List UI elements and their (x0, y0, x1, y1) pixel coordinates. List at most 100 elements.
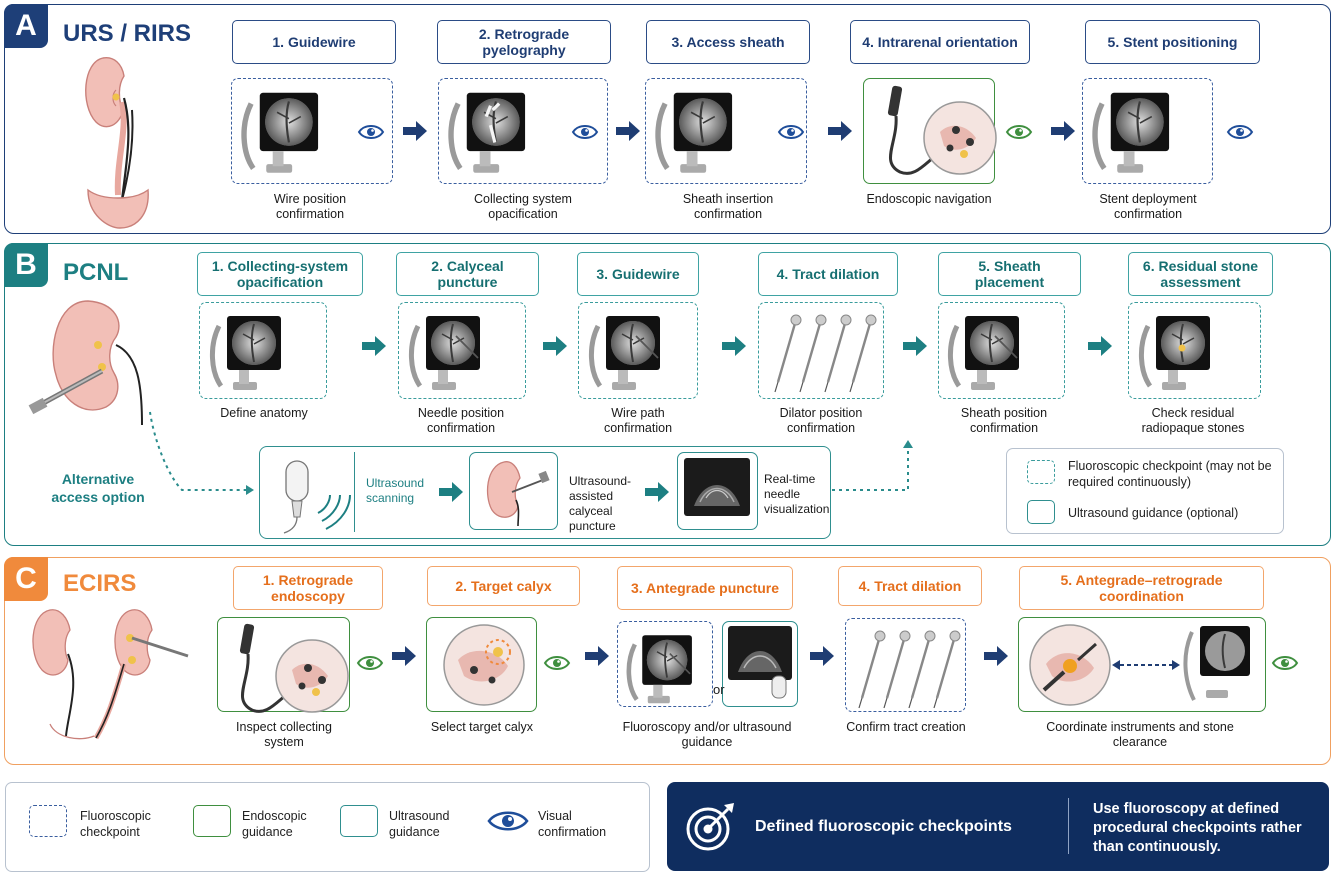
arrow-right-icon (392, 646, 416, 666)
arrow-right-icon (439, 482, 463, 502)
step-label-c5: 5. Antegrade–retrograde coordination (1019, 566, 1264, 610)
arrow-right-icon (616, 121, 640, 141)
eye-icon (571, 125, 599, 139)
fluoroscopy-monitor-icon (448, 92, 526, 173)
panel-pcnl: B PCNL (4, 243, 1331, 546)
legend-fluoro-swatch (1027, 460, 1055, 484)
fluoroscopic-checkpoint-box (398, 302, 526, 399)
arrow-right-icon (362, 336, 386, 356)
caption-a1: Wire position confirmation (273, 192, 347, 221)
arrow-right-icon (1051, 121, 1075, 141)
fluoroscopy-monitor-icon (947, 316, 1019, 390)
legend-ultrasound-text: Ultrasound guidance (389, 809, 450, 839)
caption-b6: Check residual radiopaque stones (1141, 406, 1245, 435)
fluoroscopy-monitor-icon (1092, 92, 1170, 173)
arrow-right-icon (903, 336, 927, 356)
panel-letter-c: C (4, 557, 48, 601)
step-label-b4: 4. Tract dilation (758, 252, 898, 296)
panel-title-a: URS / RIRS (63, 20, 192, 47)
legend-endoscopic-text: Endoscopic guidance (242, 809, 307, 839)
fluoroscopic-checkpoint-box (645, 78, 807, 184)
arrow-right-icon (645, 482, 669, 502)
caption-b5: Sheath position confirmation (960, 406, 1048, 435)
banner-title: Defined fluoroscopic checkpoints (755, 818, 1012, 835)
caption-a3: Sheath insertion confirmation (682, 192, 774, 221)
fluoroscopic-checkpoint-box (438, 78, 608, 184)
step-label-b2: 2. Calyceal puncture (396, 252, 539, 296)
panel-letter-b: B (4, 243, 48, 287)
eye-icon (777, 125, 805, 139)
endoscopic-guidance-box (426, 617, 537, 712)
panel-urs-rirs: A URS / RIRS (4, 4, 1331, 234)
step-label-b1: 1. Collecting-system opacification (197, 252, 363, 296)
panel-letter-a: A (4, 4, 48, 48)
step-label-c1: 1. Retrograde endoscopy (233, 566, 383, 610)
ultrasound-probe-icon (283, 460, 351, 534)
us-step-2-text: Ultrasound-assisted calyceal puncture (569, 474, 632, 533)
fluoroscopic-checkpoint-box (1128, 302, 1261, 399)
kidney-needle-icon (486, 461, 550, 526)
kidneys-combined-access-icon (32, 609, 189, 740)
legend-visual-text: Visual confirmation (538, 809, 607, 839)
eye-icon (1226, 125, 1254, 139)
panel-title-b: PCNL (63, 259, 129, 286)
arrow-right-icon (403, 121, 427, 141)
ultrasound-guidance-box (469, 452, 558, 530)
fluoroscopy-monitor-icon (209, 316, 281, 390)
caption-a4: Endoscopic navigation (866, 192, 992, 206)
fluoroscopy-monitor-icon (408, 316, 480, 390)
legend-fluoroscopic-text: Fluoroscopic checkpoint (80, 809, 151, 839)
step-label-c3: 3. Antegrade puncture (617, 566, 793, 610)
step-label-a4: 4. Intrarenal orientation (850, 20, 1030, 64)
caption-c4: Confirm tract creation (846, 720, 966, 734)
caption-a5: Stent deployment confirmation (1099, 192, 1197, 221)
or-text: or (713, 682, 725, 697)
eye-icon (356, 656, 384, 670)
ultrasound-image-icon (728, 626, 792, 699)
caption-c1: Inspect collecting system (236, 720, 332, 749)
step-label-b5: 5. Sheath placement (938, 252, 1081, 296)
eye-icon (1271, 656, 1299, 670)
us-step-3-text: Real-time needle visualization (764, 472, 830, 516)
eye-icon (1005, 125, 1033, 139)
banner-divider (1068, 798, 1069, 854)
fluoroscopy-monitor-icon (655, 92, 733, 173)
arrow-right-icon (1088, 336, 1112, 356)
step-label-b6: 6. Residual stone assessment (1128, 252, 1273, 296)
arrow-right-icon (810, 646, 834, 666)
caption-b2: Needle position confirmation (417, 406, 505, 435)
ultrasound-guidance-box (677, 452, 758, 530)
divider (354, 452, 355, 532)
eye-icon (543, 656, 571, 670)
ultrasound-guidance-box (722, 621, 798, 707)
step-label-c4: 4. Tract dilation (838, 566, 982, 606)
fluoroscopic-checkpoint-box (231, 78, 393, 184)
step-label-b3: 3. Guidewire (577, 252, 699, 296)
fluoroscopic-checkpoint-box (845, 618, 966, 712)
endoscope-icon (239, 623, 349, 713)
legend-us-text: Ultrasound guidance (optional) (1068, 506, 1239, 520)
endoscopic-guidance-box (1018, 617, 1266, 712)
dilators-icon (858, 630, 961, 709)
legend-us-swatch (1027, 500, 1055, 524)
eye-icon (487, 811, 529, 831)
fluoroscopic-checkpoint-box (617, 621, 713, 707)
kidney-ureter-bladder-icon (85, 57, 149, 229)
legend-fluoroscopic-swatch (29, 805, 67, 837)
fluoroscopic-checkpoint-box (1082, 78, 1213, 184)
caption-a2: Collecting system opacification (474, 192, 572, 221)
step-label-a3: 3. Access sheath (646, 20, 810, 64)
banner-text: Use fluoroscopy at defined procedural ch… (1093, 801, 1302, 855)
fluoroscopic-checkpoint-box (578, 302, 698, 399)
step-label-a2: 2. Retrograde pyelography (437, 20, 611, 64)
legend-ultrasound-swatch (340, 805, 378, 837)
arrow-right-icon (543, 336, 567, 356)
panel-title-c: ECIRS (63, 570, 137, 597)
alternative-path-connector (149, 411, 913, 495)
fluoroscopic-checkpoint-box (199, 302, 327, 399)
panel-ecirs: C ECIRS (4, 557, 1331, 765)
fluoroscopic-checkpoint-box (758, 302, 884, 399)
caption-b1: Define anatomy (220, 406, 308, 420)
arrow-right-icon (828, 121, 852, 141)
caption-c5: Coordinate instruments and stone clearan… (1046, 720, 1234, 749)
